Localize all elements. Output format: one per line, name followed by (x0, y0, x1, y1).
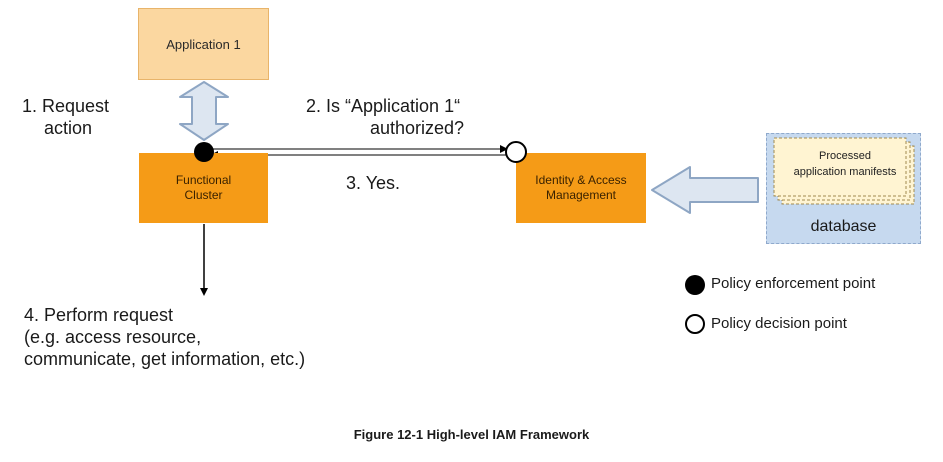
functional-cluster-label-line2: Cluster (184, 188, 223, 202)
step4-line2: (e.g. access resource, (24, 327, 202, 347)
iam-label-line2: Management (545, 188, 617, 202)
figure-caption: Figure 12-1 High-level IAM Framework (353, 427, 590, 442)
functional-cluster-box: Functional Cluster (139, 153, 268, 223)
step2-line2: authorized? (370, 118, 465, 138)
legend-decision-label: Policy decision point (711, 315, 847, 332)
functional-cluster-label-line1: Functional (175, 173, 232, 187)
manifest-label-line2: application manifests (793, 166, 897, 178)
step4-line3: communicate, get information, etc.) (24, 349, 306, 369)
application-box: Application 1 (138, 8, 269, 80)
application-label: Application 1 (166, 36, 241, 52)
manifest-document-front (773, 137, 907, 197)
iam-label-line1: Identity & Access (535, 173, 627, 187)
step2-label: 2. Is “Application 1“ authorized? (306, 95, 464, 139)
database-label: database (810, 218, 877, 235)
iam-box: Identity & Access Management (516, 153, 646, 223)
step1-label: 1. Request action (22, 95, 109, 139)
manifest-label: Processed application manifests (776, 148, 914, 180)
request-action-double-arrow (179, 81, 229, 141)
step4-line1: 4. Perform request (24, 305, 174, 325)
step1-line2: action (44, 118, 93, 138)
step1-line1: 1. Request (22, 96, 110, 116)
manifest-label-line1: Processed (819, 150, 871, 162)
step2-line1: 2. Is “Application 1“ (306, 96, 461, 116)
step4-label: 4. Perform request (e.g. access resource… (24, 304, 305, 370)
step3-label: 3. Yes. (346, 173, 401, 193)
database-to-iam-arrow (651, 166, 759, 214)
legend-enforcement-label: Policy enforcement point (711, 275, 876, 292)
